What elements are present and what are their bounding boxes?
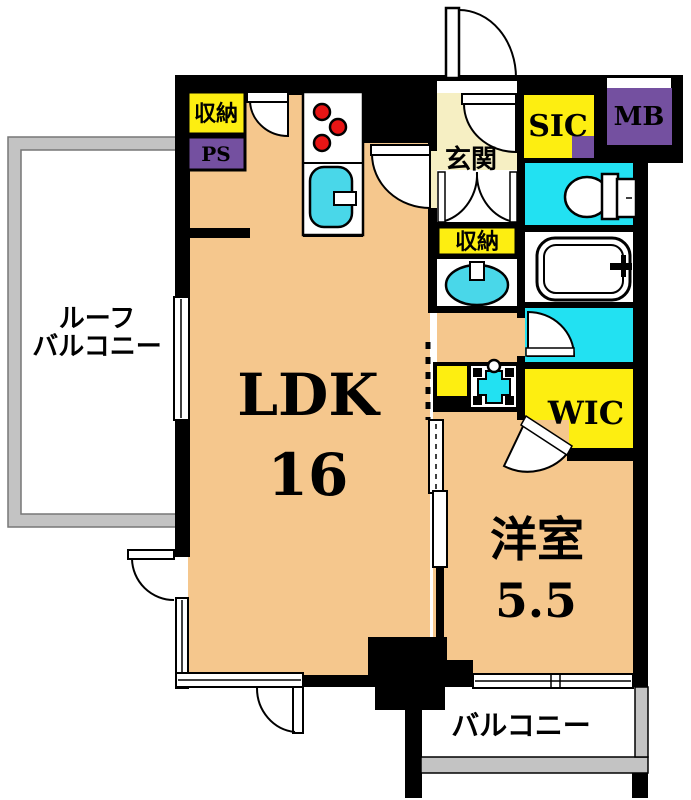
- washing-machine-icon: [471, 358, 516, 407]
- hallway-floor: [437, 313, 517, 362]
- roof-balcony: [7, 136, 181, 528]
- ldk-size-label: 16: [268, 441, 349, 509]
- stove-burner-icon: [312, 133, 332, 153]
- wall-toilet-bath-sep: [520, 225, 636, 232]
- washer-faucet: [486, 358, 502, 374]
- ldk-label: LDK: [237, 361, 381, 429]
- storage-top-box: [186, 90, 247, 136]
- entry-closet-door-panel-right: [509, 171, 518, 223]
- storage-top-label: 収納: [194, 101, 238, 127]
- wall-stub-bottom-right: [632, 772, 648, 798]
- washer-corner: [505, 368, 514, 377]
- casement-window-bottom-panel: [292, 686, 304, 734]
- wall-stub-nook: [175, 228, 250, 238]
- entrance-door-arc: [458, 9, 517, 79]
- doors: [127, 6, 576, 734]
- windows: [173, 296, 634, 689]
- washer-drain-cross: [477, 370, 511, 404]
- balcony: [420, 686, 649, 774]
- western-room-size-label: 5.5: [495, 574, 577, 629]
- stove-burner-icon: [312, 102, 332, 122]
- partition-ldk-western: [425, 342, 448, 568]
- wall-closet-top-sep: [428, 222, 525, 228]
- small-closet-box: [437, 366, 467, 396]
- entry-closet-door-panel-left: [437, 171, 446, 223]
- genkan-label: 玄関: [445, 144, 497, 175]
- changing-room-door-panel: [525, 347, 575, 357]
- balcony-rail-right: [634, 686, 649, 758]
- sic-door-panel: [461, 93, 517, 105]
- roof-balcony-label-line1: ルーフ: [59, 304, 135, 334]
- genkan-ldk-door-swing: [370, 153, 431, 210]
- wall-changing-wic-sep: [520, 362, 636, 369]
- genkan-ldk-door-panel: [370, 144, 431, 156]
- entrance-door-panel: [444, 6, 461, 80]
- balcony-label: バルコニー: [451, 709, 590, 742]
- wall-kitchen-block: [353, 75, 437, 143]
- pillar-step: [447, 660, 473, 687]
- wall-column-right: [517, 75, 525, 420]
- casement-window-bottom-arc: [255, 687, 296, 733]
- mb-vent-strip: [607, 78, 671, 88]
- storage-mid-box: [436, 225, 518, 257]
- kitchen-door-panel: [246, 91, 289, 103]
- washer-corner: [473, 396, 482, 405]
- ps-box: [186, 135, 247, 172]
- wall-wic-bottom: [567, 448, 636, 461]
- pillar-bottom-center: [368, 637, 447, 687]
- sic-door-swing: [462, 103, 517, 154]
- stove-burner-icon: [328, 117, 348, 137]
- sliding-door-panel-lower: [432, 490, 448, 568]
- washer-corner: [505, 396, 514, 405]
- toilet-icon: [563, 172, 638, 221]
- wic-door-panel: [520, 414, 573, 457]
- wall-balcony-divider-stub: [405, 710, 422, 798]
- doorway-hall-changing: [517, 318, 525, 356]
- kitchen-counter: [301, 90, 365, 237]
- sic-label: SIC: [528, 109, 588, 144]
- washer-corner: [473, 368, 482, 377]
- toilet-cistern: [600, 172, 620, 221]
- balcony-rail-bottom: [420, 756, 649, 774]
- doorway-genkan-ldk: [428, 151, 437, 208]
- wall-right: [633, 160, 648, 687]
- entry-closet-door-arc-right: [475, 171, 511, 222]
- wall-ldk-bottom: [298, 675, 370, 687]
- washbasin-faucet: [469, 261, 485, 281]
- western-room-label: 洋室: [490, 513, 584, 568]
- wall-bath-changing-sep: [520, 302, 636, 308]
- roof-balcony-label-line2: バルコニー: [32, 332, 161, 362]
- kitchen-faucet-icon: [333, 191, 357, 206]
- bath-faucet-stem: [621, 255, 626, 277]
- wall-partition-lower: [436, 565, 444, 640]
- sic-sub-box: [572, 136, 594, 158]
- kitchen-door-swing: [248, 99, 289, 138]
- mb-box: [607, 88, 672, 145]
- wall-entrance-threshold-line: [437, 75, 517, 81]
- storage-mid-label: 収納: [455, 229, 499, 255]
- wic-label: WIC: [547, 394, 624, 432]
- wall-washroom-bottom: [428, 306, 525, 313]
- washbasin-icon: [444, 261, 510, 307]
- casement-window-left-panel: [127, 549, 175, 560]
- ps-label: PS: [201, 142, 230, 166]
- roof-balcony-floor: [20, 149, 181, 515]
- bathtub-icon: [535, 236, 632, 302]
- pillar-lower: [375, 687, 445, 710]
- casement-window-left-arc: [131, 558, 175, 601]
- mb-label: MB: [614, 102, 665, 132]
